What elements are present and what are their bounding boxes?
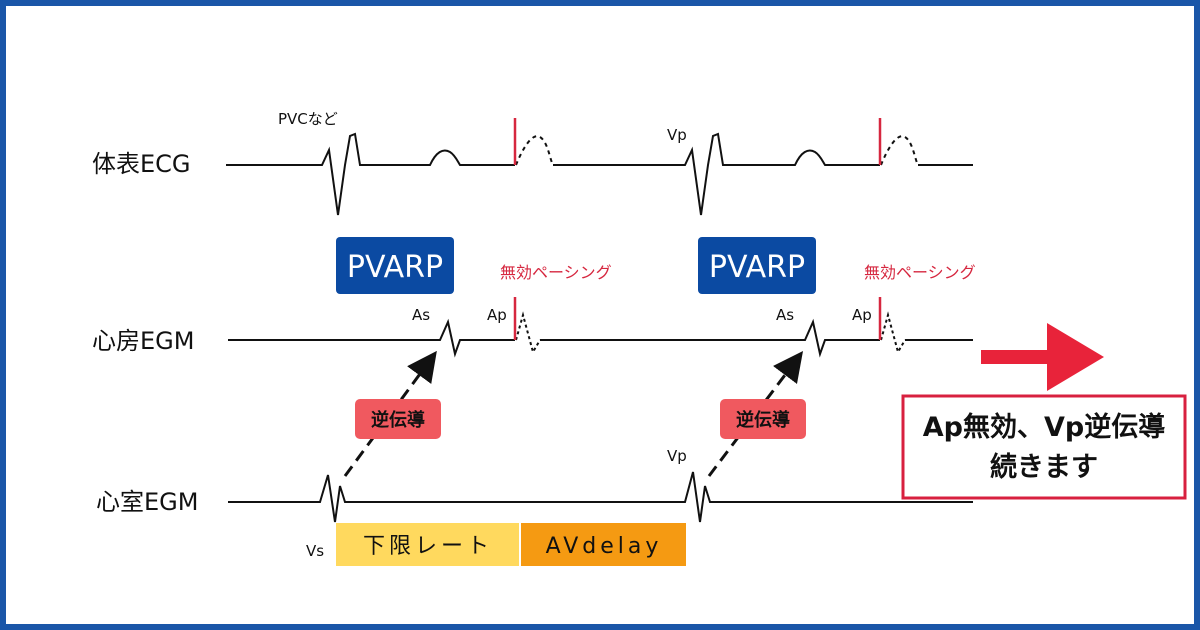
ecg-trace-mid [553, 132, 880, 216]
label-vs: Vs [306, 542, 324, 560]
label-ap-1: Ap [487, 306, 507, 324]
conclusion-line-2: 続きます [990, 452, 1098, 483]
retro-label-1: 逆伝導 [371, 409, 425, 431]
av-delay-bar [521, 523, 686, 566]
label-as-2: As [776, 306, 794, 324]
retro-badge-2 [720, 399, 806, 439]
pvarp-label-1: PVARP [347, 250, 443, 285]
ecg-dashed-wave-1 [515, 135, 554, 166]
ecg-dashed-wave-2 [880, 135, 919, 166]
row-label-atrial-egm: 心房EGM [92, 327, 194, 355]
label-vp-ecg: Vp [667, 126, 687, 144]
lower-rate-label: 下限レート [363, 534, 493, 559]
retro-label-2: 逆伝導 [736, 409, 790, 431]
pvarp-label-2: PVARP [709, 250, 805, 285]
atrial-dashed-wave-2 [880, 311, 906, 355]
conclusion-line-1: Ap無効、Vp逆伝導 [923, 411, 1165, 443]
ineffective-pacing-label-1: 無効ペーシング [500, 263, 612, 282]
retro-badge-1 [355, 399, 441, 439]
lower-rate-bar [336, 523, 519, 566]
next-arrow-icon [981, 323, 1104, 391]
pvarp-box-1 [336, 237, 454, 294]
ecg-trace [226, 132, 515, 216]
row-label-ecg: 体表ECG [92, 150, 191, 178]
ineffective-pacing-label-2: 無効ペーシング [864, 263, 976, 282]
atrial-egm-trace [228, 318, 515, 358]
atrial-egm-trace-mid [540, 318, 880, 358]
ventricular-egm-trace [228, 471, 973, 523]
label-as-1: As [412, 306, 430, 324]
label-pvc: PVCなど [278, 110, 338, 128]
pvarp-box-2 [698, 237, 816, 294]
conclusion-box [901, 394, 1187, 500]
label-ap-2: Ap [852, 306, 872, 324]
retro-arrow-1 [343, 350, 437, 477]
av-delay-label: AVdelay [546, 534, 663, 559]
atrial-dashed-wave-1 [515, 311, 541, 355]
label-vp-ventricular: Vp [667, 447, 687, 465]
row-label-ventricular-egm: 心室EGM [96, 488, 198, 516]
retro-arrow-2 [707, 351, 804, 477]
